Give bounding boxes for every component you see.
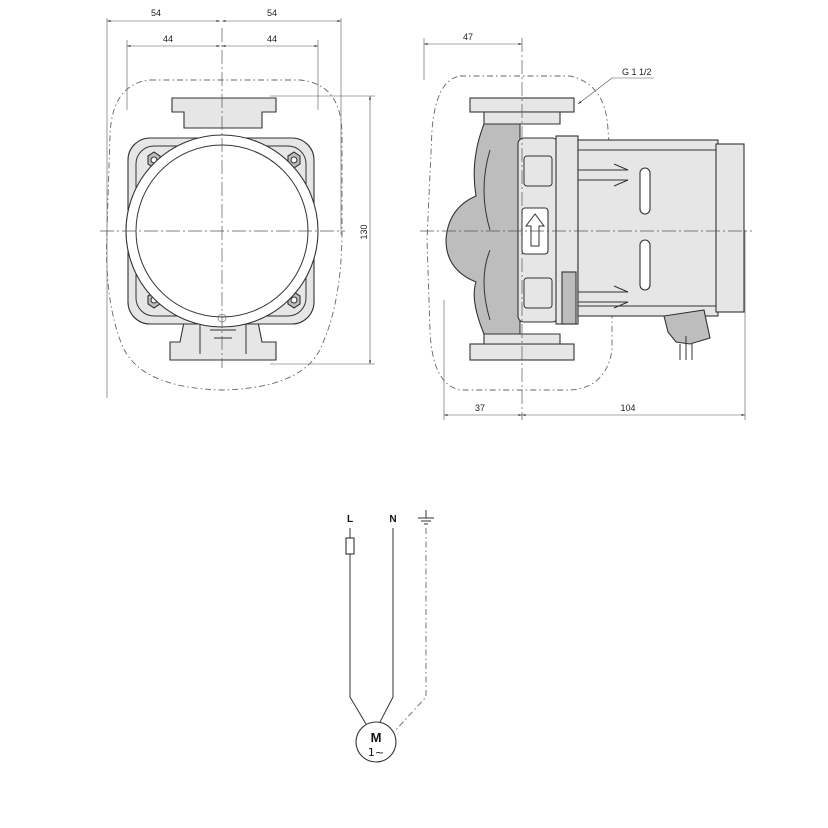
dim-side-bottom-right: 104	[620, 403, 635, 413]
dim-front-inner-right: 44	[267, 34, 277, 44]
side-motor-endcap	[715, 143, 745, 313]
dim-front-height: 130	[359, 224, 369, 239]
fuse-icon	[345, 537, 355, 555]
motor-label: M	[371, 730, 382, 745]
dim-front-top-left: 54	[151, 8, 161, 18]
motor-phase-label: 1~	[368, 746, 384, 759]
motor-symbol	[355, 721, 397, 763]
terminal-label-n: N	[389, 514, 396, 525]
flow-direction-icon	[525, 213, 545, 247]
wiring-diagram: L N M 1~	[345, 510, 434, 763]
cable-gland	[663, 309, 711, 345]
ground-icon	[418, 510, 434, 525]
dim-front-top-right: 54	[267, 8, 277, 18]
side-pump-body	[445, 123, 521, 335]
dim-front-inner-left: 44	[163, 34, 173, 44]
terminal-label-l: L	[347, 514, 353, 525]
front-view: 54 54 44 44 130	[100, 8, 375, 398]
front-top-flange	[171, 97, 277, 129]
side-envelope	[426, 75, 613, 391]
dim-side-top: 47	[463, 32, 473, 42]
side-view: 47 G 1 1/2	[420, 32, 752, 420]
thread-label: G 1 1/2	[622, 67, 652, 77]
dim-side-bottom-left: 37	[475, 403, 485, 413]
front-envelope	[106, 79, 343, 391]
